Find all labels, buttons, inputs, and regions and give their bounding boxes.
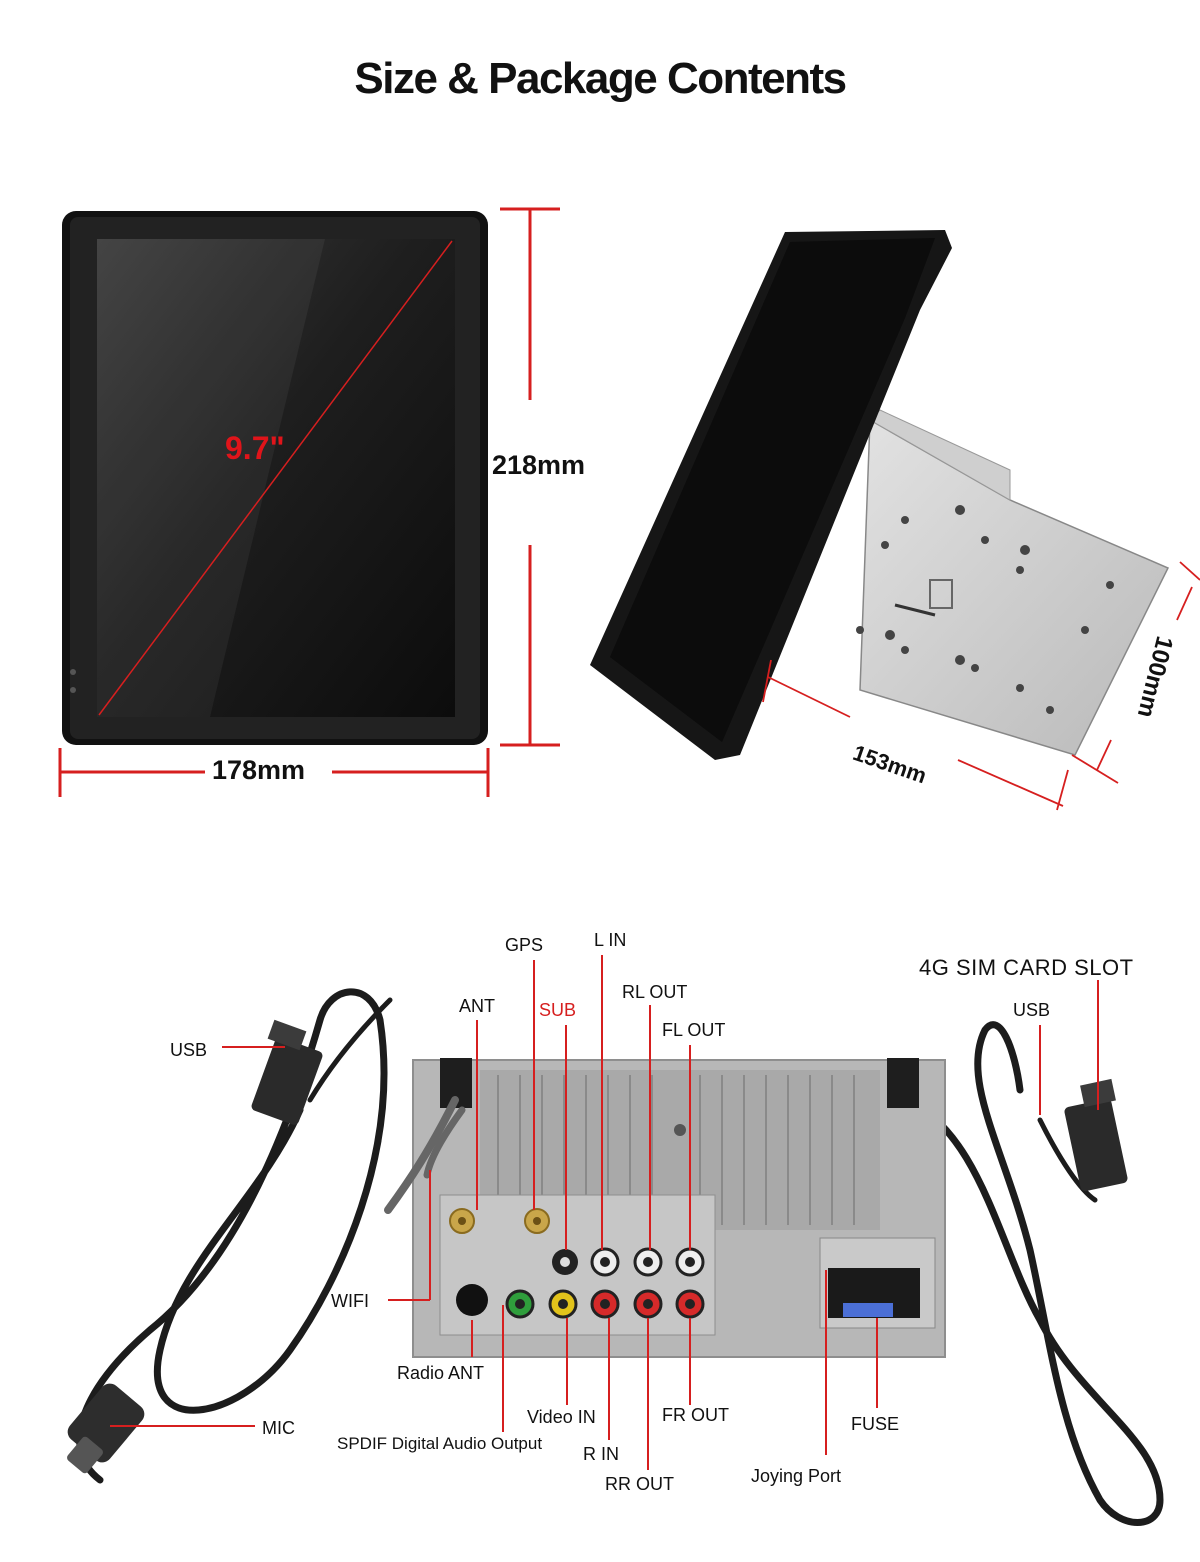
usb-left-label: USB [170, 1040, 208, 1060]
height-label: 218mm [492, 450, 586, 480]
box-height-dimension-line [1071, 561, 1200, 784]
r-in-label: R IN [583, 1444, 619, 1464]
sim-slot-label: 4G SIM CARD SLOT [919, 955, 1134, 980]
rr-out-label: RR OUT [605, 1474, 674, 1494]
joying-port-label: Joying Port [751, 1466, 842, 1486]
front-screen [62, 211, 488, 745]
video-in-label: Video IN [527, 1407, 596, 1427]
diagonal-size-label: 9.7" [225, 430, 285, 466]
angled-screen [590, 230, 952, 760]
mic-dot-icon [70, 687, 76, 693]
dimension-drawing [58, 207, 1200, 811]
usb-right-label: USB [1013, 1000, 1051, 1020]
width-dimension-line [58, 748, 490, 797]
right-usb-cable [901, 1021, 1164, 1526]
depth-dimension-line [762, 659, 1069, 811]
fl-out-label: FL OUT [662, 1020, 726, 1040]
left-usb-cable [76, 988, 393, 1484]
gps-label: GPS [505, 935, 544, 955]
wifi-label: WIFI [331, 1291, 369, 1311]
mic-plug [67, 1383, 145, 1474]
sub-label: SUB [539, 1000, 577, 1020]
gps-ant-connectors [449, 1208, 550, 1234]
leader-lines [110, 955, 1099, 1470]
diagonal-line [98, 240, 453, 716]
page-title: Size & Package Contents [354, 54, 847, 103]
camera-dot-icon [70, 669, 76, 675]
fr-out-label: FR OUT [662, 1405, 729, 1425]
rca-top-row [552, 1247, 705, 1277]
mic-label: MIC [262, 1418, 295, 1438]
spdif-label: SPDIF Digital Audio Output [337, 1434, 543, 1453]
l-in-label: L IN [594, 930, 627, 950]
fuse-label: FUSE [851, 1414, 900, 1434]
joying-port-connector [819, 1237, 936, 1329]
width-label: 178mm [212, 755, 306, 785]
radio-ant-label: Radio ANT [397, 1363, 485, 1383]
fuse-icon [843, 1303, 893, 1317]
antenna-cables [384, 1096, 466, 1214]
ant-label: ANT [459, 996, 495, 1016]
rl-out-label: RL OUT [622, 982, 688, 1002]
rca-bottom-row [456, 1284, 705, 1319]
chassis-box [856, 409, 1170, 756]
left-usb-plug [251, 1019, 323, 1125]
height-dimension-line [500, 207, 560, 747]
